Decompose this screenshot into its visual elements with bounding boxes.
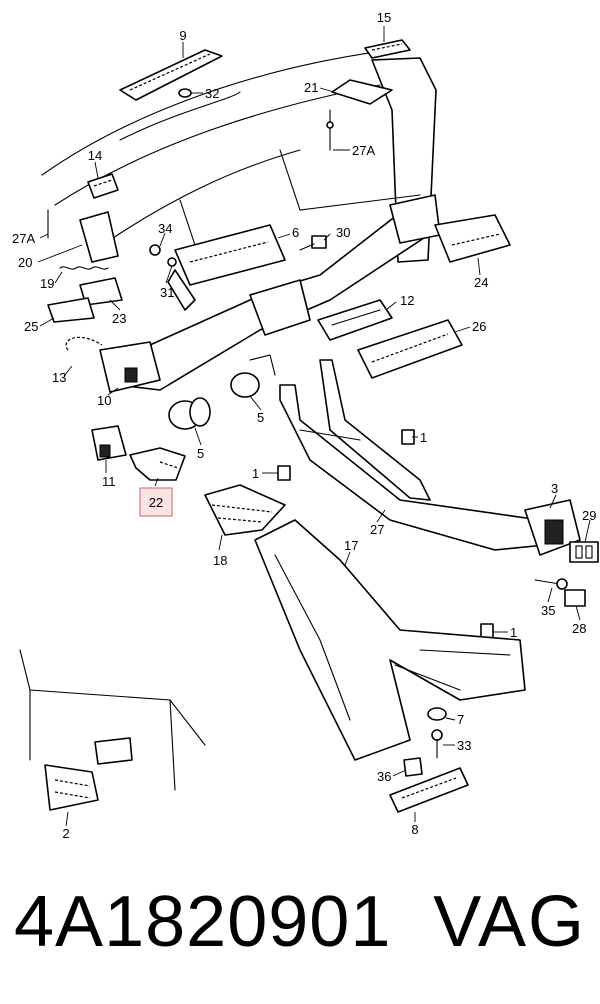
- part-34-screw: [149, 244, 161, 256]
- part-26-vent: [357, 319, 463, 379]
- callout-highlighted: 22: [149, 495, 163, 510]
- callout: 14: [88, 148, 102, 163]
- exploded-parts-diagram: 9 15 32 21 27A 14 27A 34 6 30 24 20 19 3…: [12, 10, 599, 841]
- callout: 12: [400, 293, 414, 308]
- callout: 15: [377, 10, 391, 25]
- callout: 10: [97, 393, 111, 408]
- callout: 24: [474, 275, 488, 290]
- callout: 6: [292, 225, 299, 240]
- part-main-duct: [109, 194, 441, 391]
- callout: 18: [213, 553, 227, 568]
- part-10-outlet: [99, 341, 161, 393]
- callout: 8: [411, 822, 418, 837]
- callout: 29: [582, 508, 596, 523]
- part-32-clip: [178, 88, 192, 98]
- part-2-outlet: [44, 764, 99, 811]
- callout: 9: [179, 28, 186, 43]
- callout: 2: [62, 826, 69, 841]
- part-20-bracket: [79, 211, 119, 263]
- part-3-outlet: [524, 499, 581, 556]
- callout: 21: [304, 80, 318, 95]
- brand-label: VAG: [433, 882, 586, 962]
- callout: 19: [40, 276, 54, 291]
- part-28-clip: [564, 589, 586, 607]
- part-25-plate: [47, 297, 95, 323]
- callout: 11: [102, 474, 116, 489]
- callout-leaders: [37, 26, 591, 827]
- part-9-defrost-vent: [119, 49, 223, 101]
- part-17-floor-duct: [254, 519, 526, 761]
- callout: 33: [457, 738, 471, 753]
- part-30-bolt: [299, 235, 327, 251]
- callout: 28: [572, 621, 586, 636]
- callout: 5: [197, 446, 204, 461]
- callout: 20: [18, 255, 32, 270]
- callout: 30: [336, 225, 350, 240]
- callout: 36: [377, 769, 391, 784]
- part-24-vent: [434, 214, 511, 263]
- highlight-box: [139, 487, 173, 517]
- callout: 34: [158, 221, 172, 236]
- callout: 27A: [12, 231, 35, 246]
- part-11-outlet: [91, 425, 127, 461]
- callout: 7: [457, 712, 464, 727]
- part-22-outlet: [129, 447, 186, 481]
- callout: 1: [510, 625, 517, 640]
- callout: 32: [205, 86, 219, 101]
- part-36-clip: [403, 757, 423, 777]
- part-29-switch: [569, 541, 599, 563]
- part-14-vent: [87, 173, 119, 199]
- part-15-vent: [364, 39, 411, 59]
- callout: 5: [257, 410, 264, 425]
- part-19-spring: [59, 266, 109, 270]
- callout: 3: [551, 481, 558, 496]
- callout: 35: [541, 603, 555, 618]
- callout: 31: [160, 285, 174, 300]
- part-33-screw: [431, 729, 443, 759]
- part-5-hose-upper: [230, 354, 276, 398]
- callout: 1: [420, 430, 427, 445]
- callout: 1: [252, 466, 259, 481]
- part-35-screw: [534, 578, 568, 590]
- part-1-nut-mid: [277, 465, 291, 481]
- part-8-floor-vent: [389, 767, 469, 813]
- part-7-plug: [427, 707, 447, 721]
- part-27-rear-duct: [279, 359, 546, 551]
- part-13-hose: [65, 336, 103, 351]
- part-number: 4A1820901: [14, 882, 392, 962]
- callout: 13: [52, 370, 66, 385]
- callout: 27: [370, 522, 384, 537]
- part-18-foam: [204, 484, 286, 536]
- part-6-center-duct: [167, 224, 286, 311]
- part-31-washer: [167, 257, 177, 267]
- callout-labels: 9 15 32 21 27A 14 27A 34 6 30 24 20 19 3…: [12, 10, 596, 841]
- callout: 26: [472, 319, 486, 334]
- callout: 25: [24, 319, 38, 334]
- callout: 17: [344, 538, 358, 553]
- console-outline: [19, 649, 206, 791]
- part-1-nut-lower: [480, 623, 494, 639]
- part-21-bracket: [326, 79, 393, 151]
- callout: 27A: [352, 143, 375, 158]
- part-5-hose-lower: [168, 397, 211, 430]
- callout: 23: [112, 311, 126, 326]
- part-12-frame: [317, 299, 393, 341]
- caption-bar: 4A1820901 VAG: [14, 872, 586, 982]
